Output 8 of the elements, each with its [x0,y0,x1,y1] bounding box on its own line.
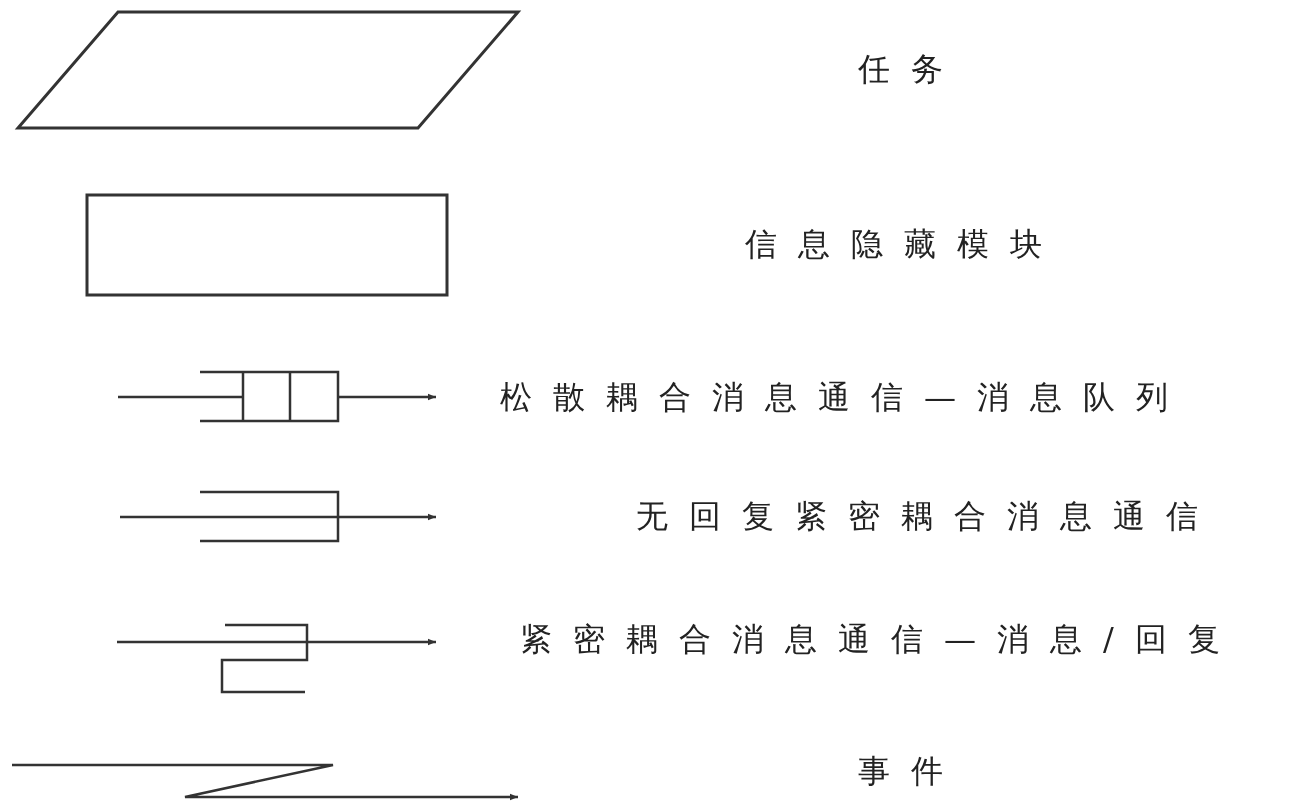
legend-text: 无回复紧密耦合消息通信 [636,500,1219,532]
legend-text: 松散耦合消息通信—消息队列 [500,381,1189,413]
rectangle-shape [85,193,449,297]
legend-text: 紧密耦合消息通信—消息/回复 [520,623,1241,655]
legend-text: 信息隐藏模块 [745,228,1063,260]
legend-text: 事件 [858,755,964,787]
legend-text: 任务 [858,53,964,85]
parallelogram-shape [14,10,522,130]
